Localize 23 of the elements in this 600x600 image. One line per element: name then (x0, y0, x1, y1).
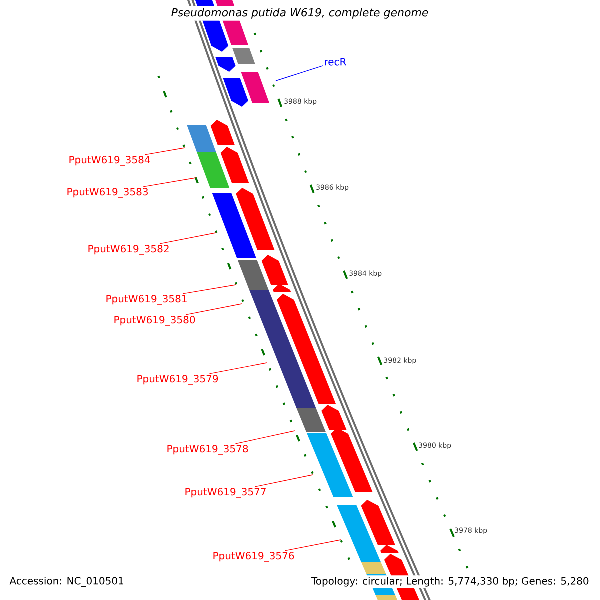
leader-line (186, 304, 242, 316)
gene-label: PputW619_3578 (168, 445, 248, 455)
leader-line (182, 284, 236, 294)
gene-label: PputW619_3580 (114, 316, 196, 326)
leader-line (144, 148, 186, 156)
leader-line (143, 178, 196, 188)
leader-line (284, 540, 342, 552)
gene-label: PputW619_3581 (106, 295, 187, 305)
footer-text: Topology: circular; Length: 5,774,330 bp; Genes: 5,280 (310, 576, 591, 588)
leader-line (276, 66, 324, 82)
leader-line (209, 362, 268, 374)
footer-text: Accession: NC_010501 (8, 576, 126, 588)
gene-label: PputW619_3579 (138, 375, 218, 385)
gene-label: PputW619_3583 (68, 188, 148, 198)
gene-label: recR (325, 58, 346, 66)
gene-label: PputW619_3582 (88, 245, 169, 255)
leader-line (254, 474, 314, 488)
gene-label: PputW619_3584 (70, 156, 150, 166)
gene-label: PputW619_3576 (214, 552, 294, 562)
leader-line (235, 430, 296, 444)
leader-line (160, 232, 216, 244)
title: Pseudomonas putida W619, complete genome (169, 6, 431, 21)
gene-label: PputW619_3577 (186, 488, 266, 498)
